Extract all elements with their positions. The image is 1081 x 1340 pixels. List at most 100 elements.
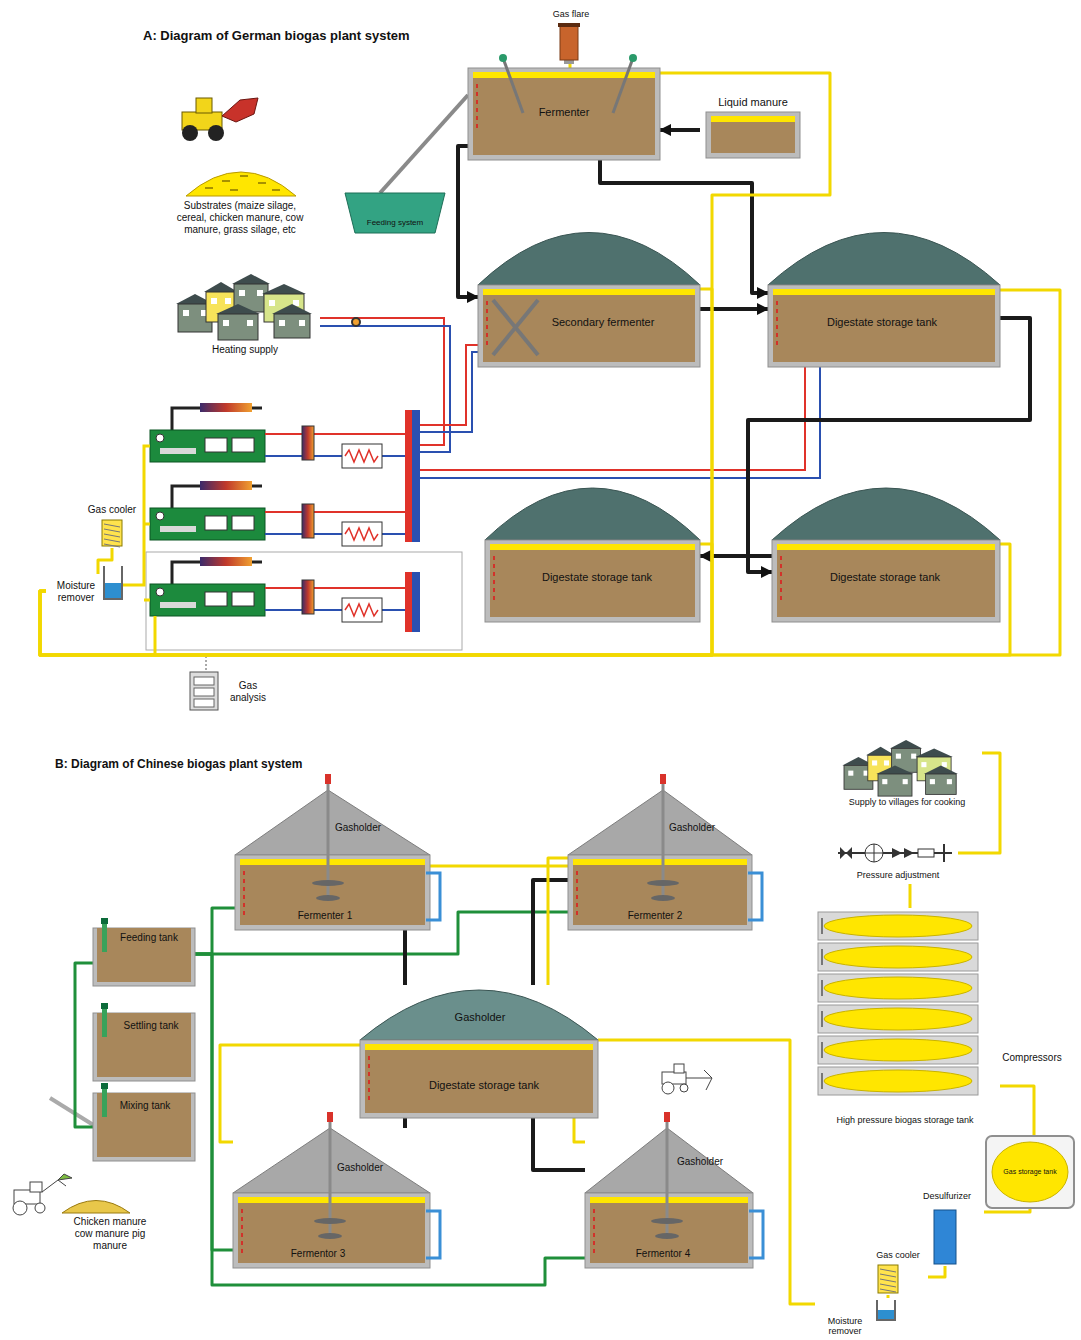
node-label: Desulfurizer — [923, 1191, 971, 1201]
node-label: Mixing tank — [120, 1100, 171, 1112]
node-label: Settling tank — [123, 1020, 178, 1032]
node-label: Digestate storage tank — [830, 571, 940, 584]
node-label: Fermentor 3 — [291, 1248, 345, 1260]
node-outline — [235, 790, 430, 930]
domed-tank: GasholderDigestate storage tank — [360, 985, 598, 1118]
fermenter-tank: GasholderFermenter 1 — [235, 790, 430, 930]
node-label: Pressure adjustment — [857, 870, 940, 880]
pipe-connector — [458, 146, 478, 297]
tank-node: Secondary fermenter — [478, 285, 700, 367]
pipe-connector — [40, 544, 1010, 655]
tank-node: Digestate storage tank — [772, 540, 1000, 622]
substrate-pile — [186, 172, 296, 196]
node-outline — [360, 985, 598, 1118]
note-label: Chicken manure cow manure pig manure — [73, 1216, 147, 1252]
tank-node: Digestate storage tank — [768, 285, 1000, 367]
open-tank: Mixing tank — [93, 1093, 195, 1161]
tank-node: Digestate storage tank — [485, 540, 700, 622]
tank-node: Fermenter — [468, 68, 660, 160]
node-label: Gasholder — [669, 822, 715, 834]
pipe-connector — [40, 289, 712, 655]
node-label: Moisture remover — [49, 580, 103, 603]
pipe-connector — [533, 1118, 585, 1170]
pipe-connector — [909, 884, 912, 908]
gas-analyser: Gas analysis — [188, 670, 278, 712]
node-label: Fermenter — [539, 106, 590, 119]
node-label: Digestate storage tank — [429, 1079, 539, 1092]
node-label: Fermentor 4 — [636, 1248, 690, 1260]
node-outline — [800, 908, 1000, 1130]
pipe-connector — [40, 290, 1060, 655]
section-title: B: Diagram of Chinese biogas plant syste… — [55, 757, 302, 771]
pipe-connector — [380, 95, 468, 193]
tractor-icon — [662, 1064, 712, 1094]
node-label: Gasholder — [335, 822, 381, 834]
gas-flare: Gas flare — [546, 8, 596, 64]
node-label: Feeding tank — [120, 932, 178, 944]
note-label: Substrates (maize silage, cereal, chicke… — [170, 200, 310, 236]
node-label: Secondary fermenter — [552, 316, 655, 329]
wheel-loader-icon — [182, 98, 258, 141]
pipe-connector — [569, 64, 572, 68]
pipe-connector — [195, 954, 233, 1250]
node-label: Gas storage tank — [1003, 1168, 1056, 1176]
desulfurizer-unit: Desulfurizer — [910, 1188, 984, 1266]
node-label: Digestate storage tank — [542, 571, 652, 584]
note-label: Compressors — [1002, 1052, 1061, 1064]
pipe-connector — [75, 963, 93, 1127]
fermenter-tank: GasholderFermentor 4 — [585, 1128, 753, 1268]
node-outline — [568, 790, 752, 930]
feeding-hopper: Feeding system — [345, 193, 445, 233]
gas-tank: Gas storage tank — [986, 1136, 1074, 1208]
node-label: Liquid manure — [718, 96, 788, 109]
pressure-valve: Pressure adjustment — [832, 840, 958, 884]
pipe-connector — [600, 160, 768, 293]
pipe-connector — [403, 1118, 407, 1128]
pipe-connector — [700, 307, 768, 311]
diagram-title: A: Diagram of German biogas plant system — [143, 28, 410, 44]
manure-tractor-icon — [13, 1174, 72, 1215]
node-label: Gas cooler — [876, 1250, 920, 1260]
node-outline — [585, 1128, 753, 1268]
gas-pipes — [122, 446, 155, 655]
manure-pile — [62, 1201, 130, 1214]
gas-cooler: Gas cooler — [84, 504, 140, 548]
open-tank: Settling tank — [93, 1013, 195, 1081]
village-houses: Supply to villages for cooking — [832, 730, 982, 810]
pipe-connector — [220, 1045, 360, 1142]
water-trap-icon — [104, 566, 122, 599]
pipe-connector — [574, 1118, 585, 1142]
sampling-line — [206, 657, 207, 670]
node-label: Gasholder — [677, 1156, 723, 1168]
fermenter-tank: GasholderFermentor 3 — [233, 1128, 430, 1268]
node-label: Gas flare — [553, 9, 590, 19]
node-label: Gas analysis — [222, 680, 274, 703]
feed-chute — [50, 1098, 95, 1126]
open-tank: Feeding tank — [93, 928, 195, 986]
pipe-connector — [40, 544, 712, 655]
dome-covers — [478, 233, 1000, 541]
pipe-connector — [40, 73, 830, 655]
pipe-connector — [1000, 1086, 1034, 1136]
node-label: Fermenter 1 — [298, 910, 352, 922]
node-outline — [233, 1128, 430, 1268]
chp-units — [146, 403, 462, 650]
node-label: Supply to villages for cooking — [849, 797, 966, 807]
node-label: Gas cooler — [88, 504, 136, 516]
node-label: High pressure biogas storage tank — [836, 1115, 973, 1125]
water-trap: Moisture remover — [815, 1298, 917, 1340]
node-label: Feeding system — [367, 218, 423, 227]
pipe-connector — [403, 930, 407, 985]
pipe-connector — [98, 548, 112, 574]
pipe-connector — [660, 128, 700, 132]
storage-stack: High pressure biogas storage tank — [800, 908, 1000, 1130]
node-label: Fermenter 2 — [628, 910, 682, 922]
pipe-connector — [548, 858, 568, 985]
equipment-label: Moisture remover — [46, 574, 106, 608]
pipe-connector — [928, 1266, 945, 1277]
fermenter-tank: GasholderFermenter 2 — [568, 790, 752, 930]
node-label: Moisture remover — [818, 1316, 872, 1337]
node-label: Heating supply — [212, 344, 278, 356]
pipe-connector — [195, 908, 235, 954]
node-label: Digestate storage tank — [827, 316, 937, 329]
